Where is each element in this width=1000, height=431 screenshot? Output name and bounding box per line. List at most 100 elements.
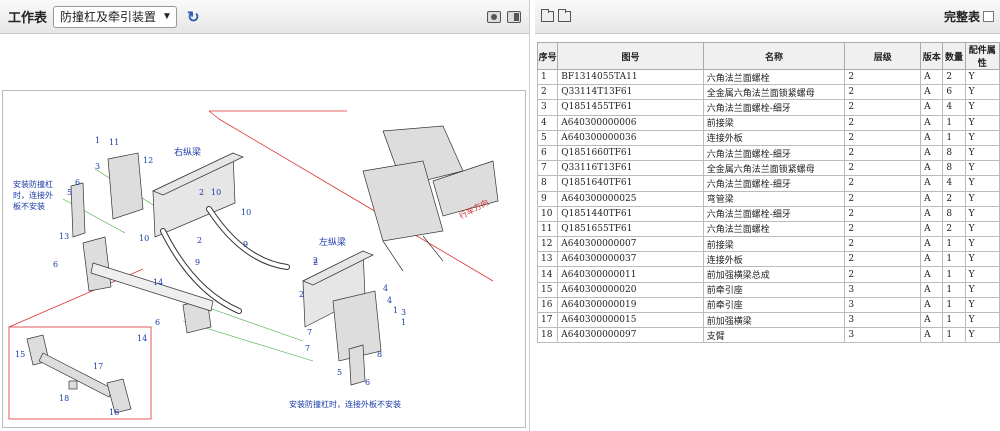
complete-table-toggle[interactable]: 完整表 xyxy=(944,8,994,25)
col-header-attribute[interactable]: 配件属性 xyxy=(964,42,1000,70)
table-cell: A xyxy=(920,190,944,207)
table-cell: 17 xyxy=(536,311,559,329)
folder-open-icon[interactable] xyxy=(558,9,571,22)
table-cell: 8 xyxy=(536,175,559,192)
table-cell: Q1851455TF61 xyxy=(557,99,704,116)
table-cell: 连接外板 xyxy=(702,251,846,268)
table-cell: 前加强横梁总成 xyxy=(702,266,846,283)
col-header-version[interactable]: 版本 xyxy=(920,42,944,70)
table-cell: Y xyxy=(964,114,1000,131)
table-cell: A640300000036 xyxy=(557,129,704,146)
table-cell: 2 xyxy=(844,251,922,268)
chevron-down-icon: ▼ xyxy=(162,11,172,22)
right-beam-shape xyxy=(152,152,244,238)
table-cell: A640300000097 xyxy=(557,327,704,344)
callout: 14 xyxy=(153,278,163,287)
callout: 10 xyxy=(211,188,221,197)
callout: 2 xyxy=(197,236,202,245)
table-cell: 3 xyxy=(844,311,922,329)
callout: 15 xyxy=(15,350,25,359)
table-cell: 16 xyxy=(536,296,559,314)
col-header-index[interactable]: 序号 xyxy=(536,42,559,70)
col-header-name[interactable]: 名称 xyxy=(702,42,846,70)
folder-icon[interactable] xyxy=(541,9,554,22)
table-cell: Y xyxy=(964,205,1000,222)
exploded-view-drawing[interactable]: 右纵梁 左纵梁 行车方向 安装防撞杠 时，连接外 板不安装 安装防撞杠时，连接外… xyxy=(2,90,526,428)
export-icon[interactable] xyxy=(507,10,521,23)
col-header-quantity[interactable]: 数量 xyxy=(942,42,966,70)
callout: 14 xyxy=(137,334,147,343)
table-cell: 2 xyxy=(942,68,966,86)
table-cell: 六角法兰面螺栓-细牙 xyxy=(702,205,846,222)
table-cell: A xyxy=(920,311,944,329)
table-cell: 4 xyxy=(536,114,559,131)
table-cell: 2 xyxy=(844,68,922,86)
col-header-level[interactable]: 层级 xyxy=(844,42,922,70)
table-cell: 六角法兰面螺栓-细牙 xyxy=(702,175,846,192)
callout: 1 xyxy=(401,318,406,327)
worksheet-tools xyxy=(487,10,521,23)
table-cell: A640300000006 xyxy=(557,114,704,131)
complete-table-checkbox[interactable] xyxy=(983,11,994,22)
table-cell: 12 xyxy=(536,236,559,253)
table-cell: A xyxy=(920,84,944,101)
callout: 2 xyxy=(313,258,318,267)
worksheet-select[interactable]: 防撞杠及牵引装置 ▼ xyxy=(53,5,177,28)
complete-table-label: 完整表 xyxy=(943,10,980,24)
col-header-part-no[interactable]: 图号 xyxy=(557,42,704,70)
callout: 4 xyxy=(387,296,392,305)
table-cell: 1 xyxy=(942,266,966,283)
table-cell: 1 xyxy=(942,236,966,253)
refresh-icon[interactable]: ↻ xyxy=(186,8,200,26)
table-cell: 2 xyxy=(942,190,966,207)
table-cell: 弯管梁 xyxy=(702,190,846,207)
table-cell: 9 xyxy=(536,190,559,207)
callout: 9 xyxy=(195,258,200,267)
table-cell: 前接梁 xyxy=(702,114,846,131)
note-bottom: 安装防撞杠时，连接外板不安装 xyxy=(289,399,401,409)
table-cell: A640300000025 xyxy=(557,190,704,207)
table-cell: A xyxy=(920,175,944,192)
table-cell: A640300000019 xyxy=(557,296,704,314)
exploded-view-svg: 右纵梁 左纵梁 行车方向 安装防撞杠 时，连接外 板不安装 安装防撞杠时，连接外… xyxy=(8,110,499,420)
callout: 11 xyxy=(109,138,119,147)
table-cell: 前接梁 xyxy=(702,236,846,253)
table-cell: 14 xyxy=(536,266,559,283)
label-right-beam: 右纵梁 xyxy=(174,146,201,158)
callout: 5 xyxy=(67,188,72,197)
table-cell: A xyxy=(920,114,944,131)
callout: 10 xyxy=(139,234,149,243)
table-cell: A640300000020 xyxy=(557,281,704,298)
table-cell: A xyxy=(920,220,944,238)
callout: 6 xyxy=(155,318,160,327)
table-cell: 5 xyxy=(536,129,559,146)
table-cell: Y xyxy=(964,236,1000,253)
table-cell: Y xyxy=(964,266,1000,283)
camera-icon[interactable] xyxy=(487,10,501,23)
table-cell: A xyxy=(920,205,944,222)
table-cell: 6 xyxy=(942,84,966,101)
table-cell: 1 xyxy=(942,129,966,146)
table-cell: 4 xyxy=(942,99,966,116)
callout: 6 xyxy=(365,378,370,387)
cross-beam xyxy=(90,262,214,312)
